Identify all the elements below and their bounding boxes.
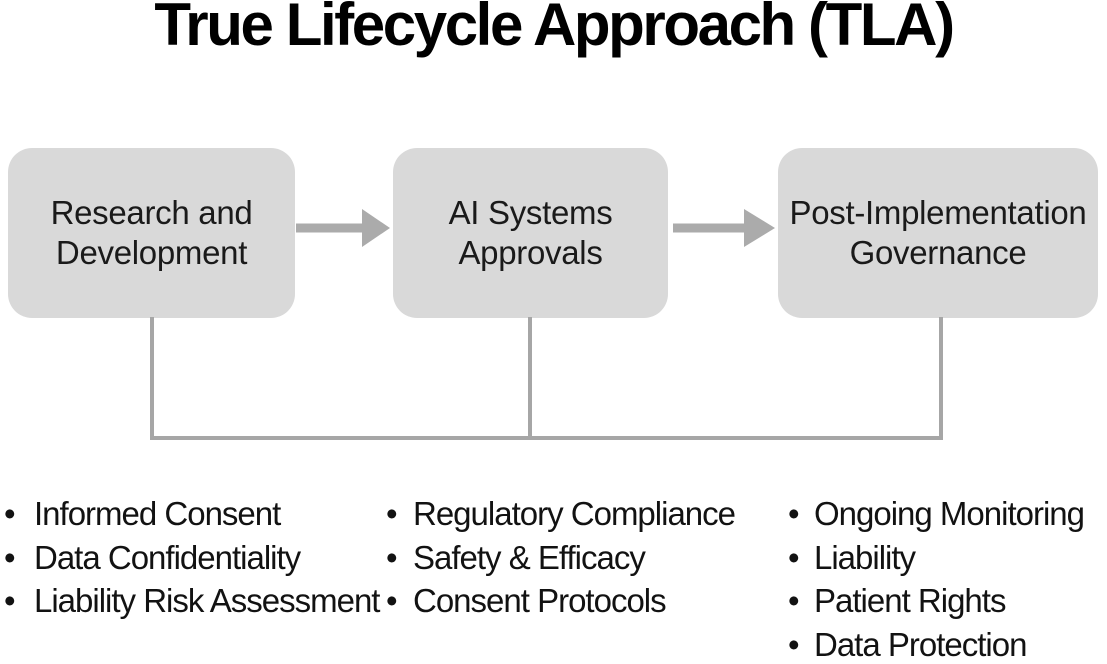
stage-label: Post-Implementation Governance bbox=[789, 194, 1087, 271]
list-item-label: Informed Consent bbox=[34, 495, 281, 532]
stage-label: AI Systems Approvals bbox=[448, 194, 613, 271]
list-item: • Safety & Efficacy bbox=[386, 536, 735, 580]
stage-label: Research and Development bbox=[50, 194, 253, 271]
list-item: • Patient Rights bbox=[788, 579, 1084, 623]
stage-research-development: Research and Development bbox=[8, 148, 295, 318]
bullet-icon: • bbox=[386, 495, 398, 532]
bullet-icon: • bbox=[788, 538, 800, 576]
list-item-label: Ongoing Monitoring bbox=[814, 495, 1085, 532]
connector-line-horizontal bbox=[150, 436, 943, 440]
list-item-label: Regulatory Compliance bbox=[413, 495, 736, 532]
list-item: • Liability bbox=[788, 536, 1084, 580]
diagram-title: True Lifecycle Approach (TLA) bbox=[154, 0, 955, 58]
list-item-label: Consent Protocols bbox=[413, 582, 667, 620]
connector-line-right bbox=[939, 317, 943, 440]
list-item: • Informed Consent bbox=[4, 492, 379, 536]
bullet-list-research-development: • Informed Consent • Data Confidentialit… bbox=[4, 492, 380, 623]
arrow-right-icon bbox=[296, 209, 390, 247]
bullet-list-ai-systems-approvals: • Regulatory Compliance • Safety & Effic… bbox=[386, 492, 736, 623]
connector-line-left bbox=[150, 317, 154, 440]
bullet-icon: • bbox=[386, 582, 398, 620]
list-item: • Consent Protocols bbox=[386, 579, 735, 623]
bullet-list-post-implementation-governance: • Ongoing Monitoring • Liability • Patie… bbox=[788, 492, 1085, 664]
list-item: • Regulatory Compliance bbox=[386, 492, 736, 536]
list-item: • Liability Risk Assessment bbox=[4, 579, 380, 623]
bullet-icon: • bbox=[788, 582, 800, 620]
list-item-label: Patient Rights bbox=[814, 582, 1006, 620]
list-item-label: Liability bbox=[814, 538, 916, 576]
connector-line-middle bbox=[528, 317, 532, 440]
stage-post-implementation-governance: Post-Implementation Governance bbox=[778, 148, 1098, 318]
list-item: • Ongoing Monitoring bbox=[788, 492, 1085, 536]
bullet-icon: • bbox=[386, 538, 398, 576]
bullet-icon: • bbox=[788, 495, 800, 532]
bullet-icon: • bbox=[788, 626, 800, 664]
list-item: • Data Confidentiality bbox=[4, 536, 379, 580]
bullet-icon: • bbox=[4, 538, 16, 576]
arrow-right-icon bbox=[673, 209, 775, 247]
list-item: • Data Protection bbox=[788, 623, 1084, 664]
list-item-label: Data Protection bbox=[814, 626, 1027, 664]
list-item-label: Liability Risk Assessment bbox=[34, 582, 380, 620]
bullet-icon: • bbox=[4, 495, 16, 532]
list-item-label: Safety & Efficacy bbox=[413, 538, 646, 576]
stage-ai-systems-approvals: AI Systems Approvals bbox=[393, 148, 668, 318]
list-item-label: Data Confidentiality bbox=[34, 538, 301, 576]
bullet-icon: • bbox=[4, 582, 16, 620]
